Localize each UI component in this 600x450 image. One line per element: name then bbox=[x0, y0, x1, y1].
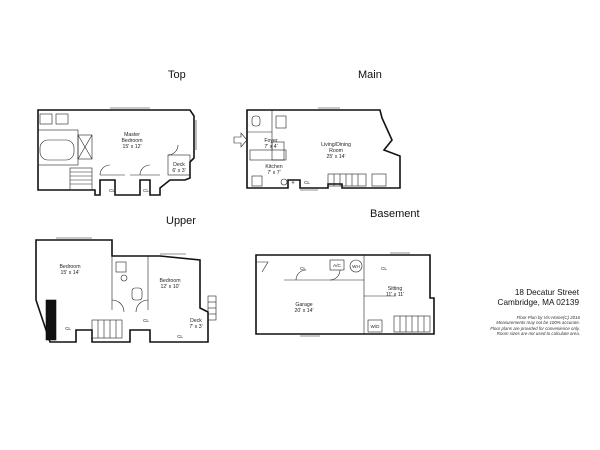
stove-icon: ✳ bbox=[291, 180, 295, 185]
basement-outline bbox=[255, 254, 435, 335]
island bbox=[271, 141, 285, 161]
upper-closet-label-3: CL bbox=[177, 334, 183, 339]
disclaimer-notes: Floor Plan by Vis-Home(C) 2016 Measureme… bbox=[430, 315, 580, 337]
basement-floor-plan: Basement Garage 20' x 14' Sitting 11' x … bbox=[255, 208, 435, 337]
kitchen-counter bbox=[249, 149, 287, 161]
garage-size: 20' x 14' bbox=[295, 308, 314, 314]
washer-dryer bbox=[367, 319, 383, 333]
garage-label: Garage bbox=[295, 302, 312, 308]
address-city: Cambridge, MA 02139 bbox=[497, 298, 579, 307]
stove-burner bbox=[280, 178, 288, 186]
main-floor-outline bbox=[246, 109, 401, 189]
top-deck-label: Deck bbox=[173, 162, 185, 168]
master-bedroom-label: Master bbox=[124, 132, 140, 138]
stair bbox=[91, 319, 123, 339]
top-floor-outline bbox=[37, 109, 195, 196]
floorplan-credit: Floor Plan by Vis-Home(C) 2016 bbox=[516, 315, 580, 320]
kitchen-label: Kitchen bbox=[265, 164, 282, 170]
upper-closet-label-2: CL bbox=[143, 318, 149, 323]
master-bedroom-size: 15' x 12' bbox=[123, 144, 142, 150]
upper-deck-label: Deck bbox=[190, 318, 202, 324]
drain bbox=[120, 274, 128, 282]
stair bbox=[327, 173, 367, 187]
sink bbox=[115, 261, 127, 273]
disclaimer-line-2: Floor plans are provided for convenience… bbox=[490, 325, 580, 331]
bathtub bbox=[39, 139, 75, 161]
closet-door-swing bbox=[99, 164, 111, 176]
disclaimer-line-1: Measurements may not be 100% accurate. bbox=[496, 320, 580, 326]
shower bbox=[77, 134, 93, 160]
living-dining-label-2: Room bbox=[329, 148, 343, 154]
upper-floor-plan: Upper Bedroom 15' x 14' Bedroom 12' x 10… bbox=[35, 215, 217, 343]
wd-label: W/D bbox=[371, 324, 381, 329]
master-bedroom-label-2: Bedroom bbox=[121, 138, 142, 144]
top-floor-title: Top bbox=[168, 69, 186, 81]
top-floor-plan: Top Master Bedroom 15' x 12' Deck 6' x 3… bbox=[37, 69, 197, 196]
ac-unit bbox=[329, 259, 345, 271]
sink-1 bbox=[39, 113, 53, 125]
stair bbox=[69, 167, 93, 191]
fridge bbox=[251, 175, 263, 187]
ac-label: A/C bbox=[333, 263, 341, 268]
entry-arrow-icon bbox=[233, 132, 248, 148]
main-closet-label: CL bbox=[304, 180, 310, 185]
deck bbox=[167, 154, 191, 176]
top-deck-size: 6' x 3' bbox=[172, 168, 185, 174]
wh-label: WH bbox=[352, 264, 360, 269]
address-street: 18 Decatur Street bbox=[514, 288, 579, 297]
upper-bedroom-2-size: 12' x 10' bbox=[161, 284, 180, 290]
garage-entry bbox=[256, 261, 269, 273]
living-dining-label: Living/Dining bbox=[321, 142, 351, 148]
living-dining-size: 25' x 14' bbox=[327, 154, 346, 160]
sitting-label: Sitting bbox=[388, 286, 403, 292]
kitchen-size: 7' x 7' bbox=[267, 170, 280, 176]
top-closet-label-1: CL bbox=[109, 188, 115, 193]
main-floor-title: Main bbox=[358, 69, 382, 81]
chimney bbox=[45, 299, 57, 341]
upper-closet-label-1: CL bbox=[65, 326, 71, 331]
upper-bedroom-1-label: Bedroom bbox=[59, 264, 80, 270]
basement-floor-title: Basement bbox=[370, 208, 420, 220]
toilet bbox=[251, 115, 261, 127]
basement-closet-label-2: CL bbox=[381, 266, 387, 271]
basement-closet-label-1: CL bbox=[300, 266, 306, 271]
upper-floor-outline bbox=[35, 239, 209, 343]
toilet bbox=[131, 287, 143, 301]
sink-2 bbox=[55, 113, 69, 125]
upper-floor-title: Upper bbox=[166, 215, 196, 227]
foyer-size: 7' x 4' bbox=[264, 144, 277, 150]
foyer-label: Foyer bbox=[264, 138, 278, 144]
property-address: 18 Decatur Street Cambridge, MA 02139 bbox=[484, 288, 579, 308]
top-closet-label-2: CL bbox=[143, 188, 149, 193]
upper-deck-size: 7' x 3' bbox=[189, 324, 202, 330]
sink bbox=[275, 115, 287, 129]
upper-bedroom-2-label: Bedroom bbox=[159, 278, 180, 284]
upper-bedroom-1-size: 15' x 14' bbox=[61, 270, 80, 276]
disclaimer-line-3: Room sizes are not used to calculate are… bbox=[496, 331, 580, 337]
water-heater bbox=[349, 259, 363, 273]
sitting-size: 11' x 11' bbox=[386, 292, 404, 298]
main-floor-plan: Main ✳ Foyer 7' x 4' Living/Dining Room … bbox=[233, 69, 401, 191]
